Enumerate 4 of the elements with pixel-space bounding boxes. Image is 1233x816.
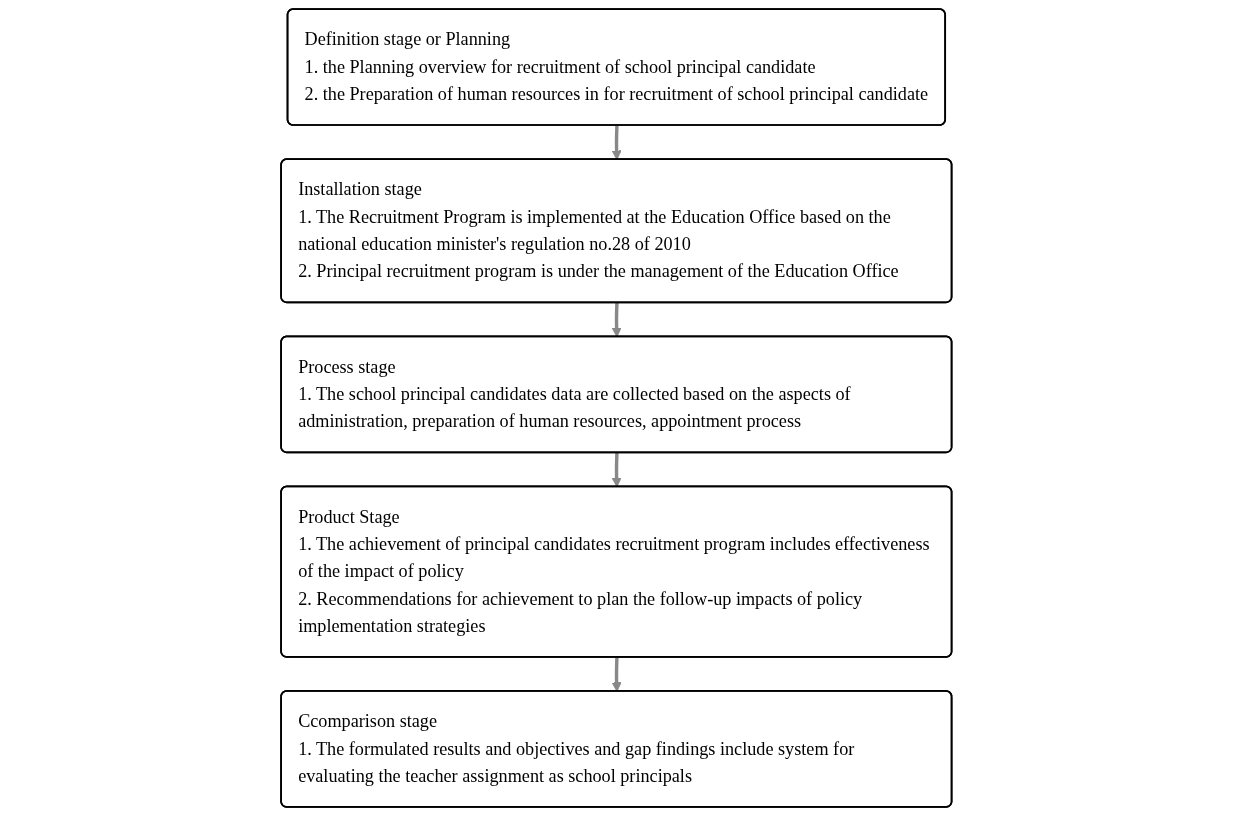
arrow bbox=[611, 452, 622, 488]
arrow bbox=[611, 125, 622, 161]
arrow bbox=[611, 302, 622, 338]
arrow bbox=[611, 657, 622, 692]
